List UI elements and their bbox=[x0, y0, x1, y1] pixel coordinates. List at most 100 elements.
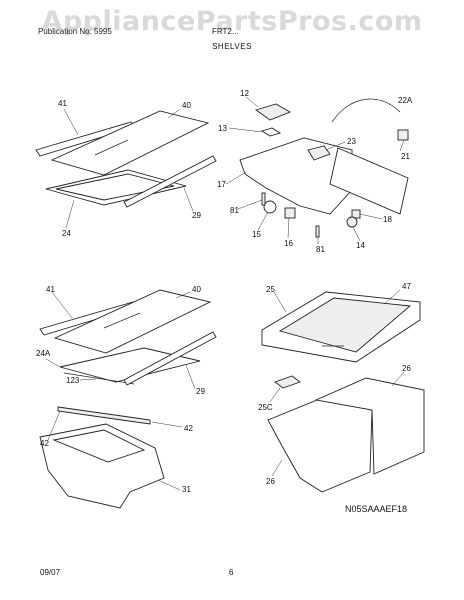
rail-part-42-front[interactable] bbox=[57, 406, 151, 425]
callout-16: 16 bbox=[284, 239, 293, 248]
callout-29b: 29 bbox=[196, 387, 205, 396]
leader-21 bbox=[399, 139, 405, 152]
callout-17: 17 bbox=[217, 180, 226, 189]
leader-26b bbox=[271, 459, 283, 477]
callout-40b: 40 bbox=[192, 285, 201, 294]
callout-12: 12 bbox=[240, 89, 249, 98]
light-shield-part-12[interactable] bbox=[254, 103, 292, 121]
top-left-leaders bbox=[63, 108, 194, 229]
leader-12 bbox=[245, 96, 259, 108]
leader-13 bbox=[228, 127, 263, 133]
callout-15: 15 bbox=[252, 230, 261, 239]
callout-42b: 42 bbox=[40, 439, 49, 448]
screw-part-81-a[interactable] bbox=[261, 192, 266, 206]
leader-29a bbox=[183, 187, 194, 212]
crisper-cover-glass-47[interactable] bbox=[278, 297, 412, 353]
callout-18: 18 bbox=[383, 215, 392, 224]
humidity-control-25c[interactable] bbox=[274, 375, 301, 389]
leader-29b bbox=[185, 364, 196, 390]
leader-16 bbox=[287, 217, 290, 239]
shelf-trim-rear[interactable] bbox=[123, 155, 217, 208]
leader-17 bbox=[225, 171, 247, 185]
section-title: SHELVES bbox=[212, 42, 252, 51]
callout-123: 123 bbox=[66, 376, 80, 385]
publication-label: Publication No: 5995 bbox=[38, 27, 112, 36]
leader-40b bbox=[175, 291, 191, 299]
callout-31: 31 bbox=[182, 485, 191, 494]
leader-26a bbox=[391, 371, 405, 387]
leader-123 bbox=[79, 378, 97, 381]
leader-23 bbox=[325, 141, 346, 151]
callout-25c: 25C bbox=[258, 403, 273, 412]
footer-page: 6 bbox=[229, 568, 234, 577]
leader-24 bbox=[65, 199, 75, 229]
glass-shelf-panel[interactable] bbox=[50, 110, 210, 176]
leader-25 bbox=[273, 291, 287, 313]
top-right-leaders bbox=[225, 96, 405, 244]
callout-81a: 81 bbox=[230, 206, 239, 215]
screw-part-81-b[interactable] bbox=[315, 225, 320, 238]
callout-41a: 41 bbox=[58, 99, 67, 108]
glass-shelf-panel-b[interactable] bbox=[53, 289, 212, 354]
watermark: AppliancePartsPros.com bbox=[41, 6, 423, 37]
callout-29a: 29 bbox=[192, 211, 201, 220]
callout-47: 47 bbox=[402, 282, 411, 291]
leader-25c bbox=[269, 387, 281, 403]
top-left-shelf-assembly bbox=[35, 110, 217, 208]
leader-24a bbox=[45, 358, 61, 368]
callout-81b: 81 bbox=[316, 245, 325, 254]
drawer-inner bbox=[52, 429, 146, 463]
leader-41a bbox=[63, 108, 79, 136]
shelf-frame-b bbox=[59, 347, 201, 383]
damper-part-16[interactable] bbox=[284, 207, 296, 219]
leader-18 bbox=[359, 213, 383, 220]
callout-40a: 40 bbox=[182, 101, 191, 110]
top-right-housing-assembly bbox=[239, 98, 409, 238]
shelf-trim-rear-b[interactable] bbox=[123, 331, 217, 386]
callout-26b: 26 bbox=[266, 477, 275, 486]
callout-26a: 26 bbox=[402, 364, 411, 373]
leader-42a bbox=[151, 421, 183, 428]
callout-14: 14 bbox=[356, 241, 365, 250]
crisper-bin-left[interactable] bbox=[267, 397, 373, 493]
glass-shelf-highlight bbox=[94, 139, 129, 156]
bottom-right-crisper-assembly bbox=[261, 291, 425, 493]
wire-cover-part-22a bbox=[329, 147, 409, 215]
callout-24: 24 bbox=[62, 229, 71, 238]
shelf-frame-inner bbox=[55, 173, 175, 201]
switch-part-21[interactable] bbox=[397, 129, 409, 141]
leader-14 bbox=[352, 226, 361, 242]
model-label: FRT2... bbox=[212, 27, 239, 36]
bottom-left-shelf-assembly bbox=[39, 289, 217, 509]
socket-part-23[interactable] bbox=[307, 145, 331, 161]
callout-25: 25 bbox=[266, 285, 275, 294]
bottom-right-leaders bbox=[269, 289, 405, 477]
callout-13: 13 bbox=[218, 124, 227, 133]
footer-date: 09/07 bbox=[40, 568, 61, 577]
light-cord bbox=[331, 98, 401, 123]
callout-24a: 24A bbox=[36, 349, 51, 358]
leader-31 bbox=[157, 479, 181, 491]
diagram-code: N05SAAAEF18 bbox=[345, 504, 407, 514]
frame-rod-123[interactable] bbox=[63, 372, 135, 385]
leader-41b bbox=[51, 291, 73, 319]
callout-labels: 41 40 29 24 12 22A 13 23 21 17 81 18 15 … bbox=[36, 89, 413, 494]
callout-23: 23 bbox=[347, 137, 356, 146]
glass-shelf-highlight-b bbox=[103, 312, 141, 329]
callout-42a: 42 bbox=[184, 424, 193, 433]
bottom-left-leaders bbox=[45, 291, 196, 491]
leader-42b bbox=[47, 410, 61, 441]
leader-15 bbox=[257, 211, 269, 231]
callout-22a: 22A bbox=[398, 96, 413, 105]
leader-81a bbox=[237, 199, 263, 210]
light-shield-part-13[interactable] bbox=[260, 127, 282, 137]
crisper-bin-right[interactable] bbox=[314, 377, 425, 475]
callout-41b: 41 bbox=[46, 285, 55, 294]
light-housing-body[interactable] bbox=[239, 137, 353, 215]
leader-40a bbox=[167, 108, 181, 119]
callout-21: 21 bbox=[401, 152, 410, 161]
leader-47 bbox=[383, 289, 401, 305]
knob-part-14[interactable] bbox=[346, 216, 358, 228]
bulb-part-15[interactable] bbox=[263, 200, 277, 214]
